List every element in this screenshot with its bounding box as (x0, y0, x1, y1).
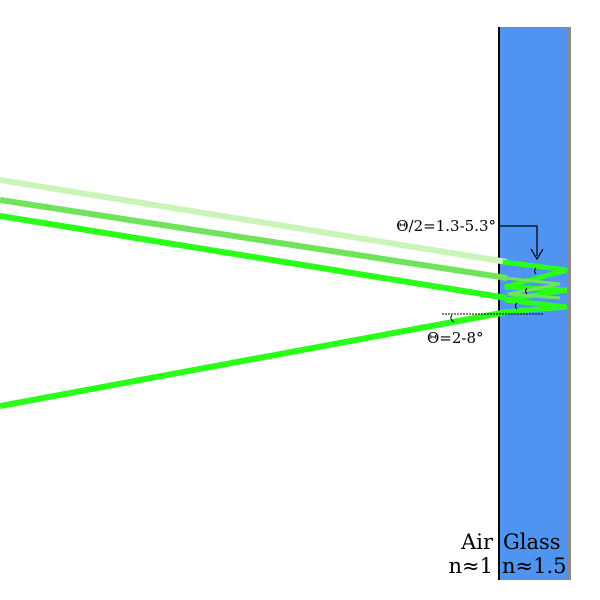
full-angle-label: Θ=2-8° (427, 329, 484, 347)
glass-index-label: n≈1.5 (502, 554, 567, 578)
glass-label: Glass (503, 530, 561, 554)
incoming-beam-upper (0, 213, 508, 301)
reflection-zigzag-outer (502, 259, 568, 315)
half-angle-arrowhead (530, 248, 544, 261)
reflection-zigzag-inner (505, 276, 561, 300)
half-angle-label: Θ/2=1.3-5.3° (396, 217, 496, 235)
angle-mark-2 (525, 287, 528, 295)
incoming-beam-medium (0, 197, 508, 281)
air-label: Air (460, 530, 494, 554)
incoming-beam-light (0, 177, 508, 265)
angle-mark-1 (534, 267, 537, 275)
air-index-label: n≈1 (449, 554, 493, 578)
half-angle-pointer (498, 225, 538, 256)
incoming-beam-lower (0, 309, 508, 409)
angle-mark-3 (515, 302, 518, 310)
glass-right-edge (567, 27, 571, 580)
full-angle-arc (450, 314, 455, 323)
